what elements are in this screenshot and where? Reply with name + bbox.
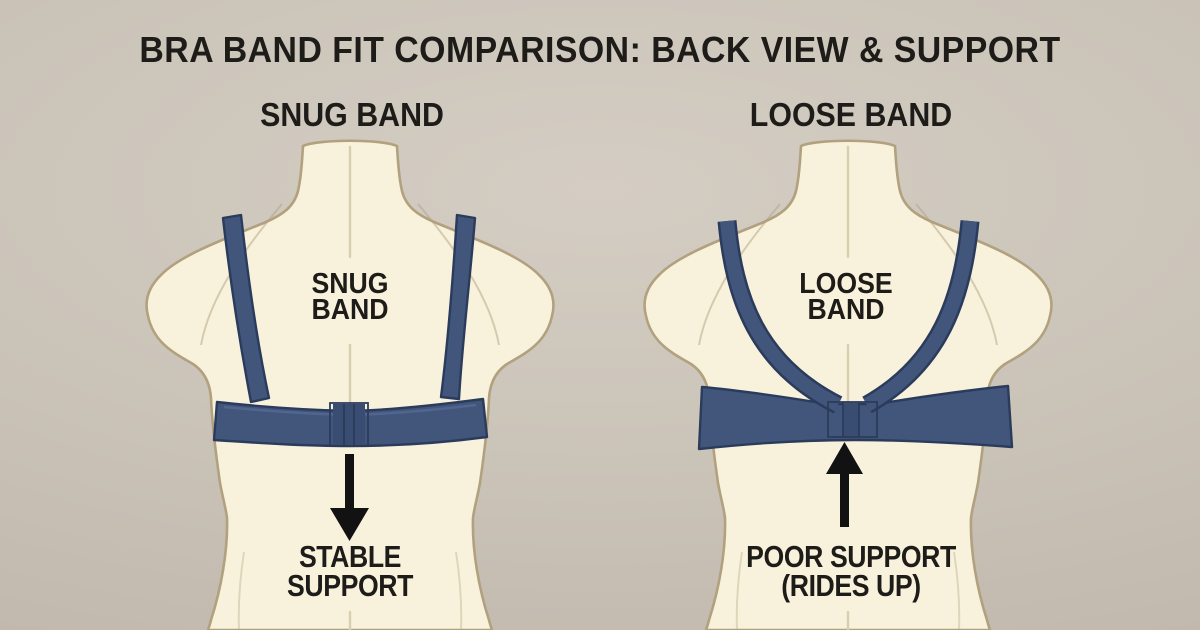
loose-strap-right: [862, 220, 980, 414]
snug-band-label: SNUG BAND: [235, 268, 465, 326]
loose-band-label-line2: BAND: [807, 294, 885, 326]
down-arrow-icon: [330, 454, 369, 541]
loose-strap-left: [717, 220, 843, 414]
snug-strap-left: [221, 213, 271, 404]
poor-support-label: POOR SUPPORT (RIDES UP): [731, 539, 972, 603]
stable-support-line2: SUPPORT: [287, 568, 413, 603]
loose-clasp: [827, 401, 878, 438]
loose-band-label-line1: LOOSE: [799, 268, 893, 300]
page-title: BRA BAND FIT COMPARISON: BACK VIEW & SUP…: [139, 29, 1061, 70]
subtitle-loose-band: LOOSE BAND: [749, 96, 953, 133]
poor-support-line1: POOR SUPPORT: [746, 539, 956, 574]
stable-support-line1: STABLE: [298, 539, 402, 574]
snug-panel-illustration: [145, 139, 555, 630]
stable-support-label: STABLE SUPPORT: [230, 539, 471, 603]
snug-band-label-line1: SNUG: [311, 268, 389, 300]
snug-band-label-line2: BAND: [311, 294, 389, 326]
up-arrow-icon: [826, 442, 863, 527]
snug-clasp: [329, 402, 369, 447]
snug-strap-right: [439, 213, 477, 401]
loose-band-label: LOOSE BAND: [731, 268, 961, 326]
loose-panel-illustration: [643, 139, 1053, 630]
subtitle-snug-band: SNUG BAND: [260, 96, 444, 133]
poor-support-line2: (RIDES UP): [781, 568, 921, 603]
